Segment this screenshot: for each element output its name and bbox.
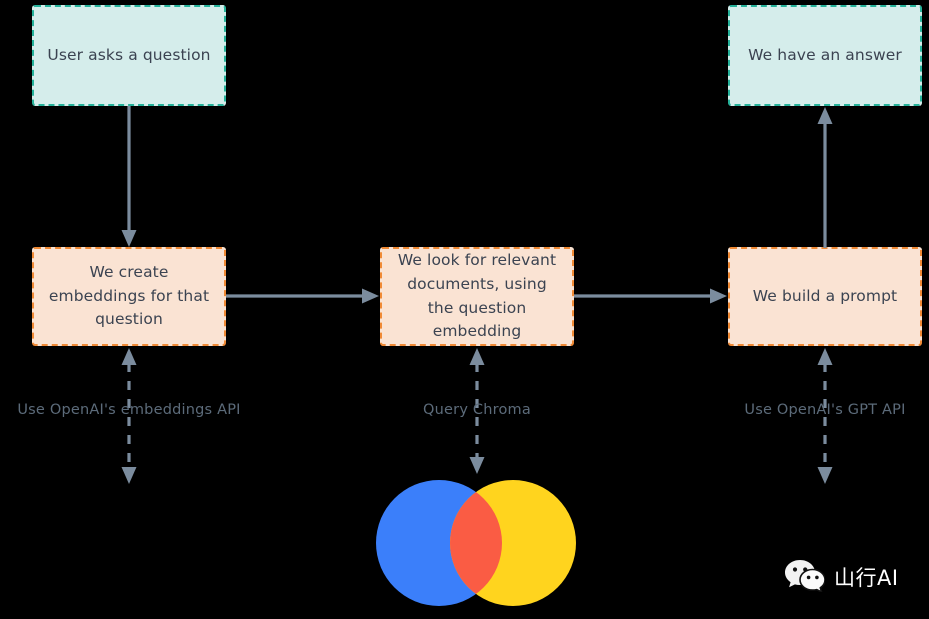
dashed-arrow-embeddings-api (119, 348, 139, 484)
watermark-text: 山行AI (834, 566, 899, 590)
connector-question-to-embeddings (119, 106, 139, 248)
node-build-prompt[interactable]: We build a prompt (728, 247, 922, 346)
node-user-question[interactable]: User asks a question (32, 5, 226, 106)
wechat-icon (785, 558, 826, 596)
node-have-answer[interactable]: We have an answer (728, 5, 922, 106)
dashed-arrow-query-chroma (467, 348, 487, 474)
label-gpt-api: Use OpenAI's GPT API (744, 402, 906, 418)
watermark: 山行AI (785, 558, 899, 596)
node-look-for-documents[interactable]: We look for relevant documents, using th… (380, 247, 574, 346)
dashed-arrow-gpt-api (815, 348, 835, 484)
node-label: User asks a question (47, 45, 211, 64)
node-label: We look for relevant documents, using th… (397, 251, 557, 341)
chroma-red-lens (450, 480, 502, 606)
node-create-embeddings[interactable]: We create embeddings for that question (32, 247, 226, 346)
node-label: We have an answer (748, 45, 902, 64)
chroma-logo (376, 480, 576, 606)
connector-documents-to-prompt (574, 286, 728, 306)
connector-prompt-to-answer (815, 106, 835, 248)
connector-embeddings-to-documents (226, 286, 380, 306)
node-label: We create embeddings for that question (48, 263, 210, 329)
node-label: We build a prompt (752, 286, 898, 305)
label-query-chroma: Query Chroma (423, 402, 531, 418)
label-embeddings-api: Use OpenAI's embeddings API (17, 402, 241, 418)
